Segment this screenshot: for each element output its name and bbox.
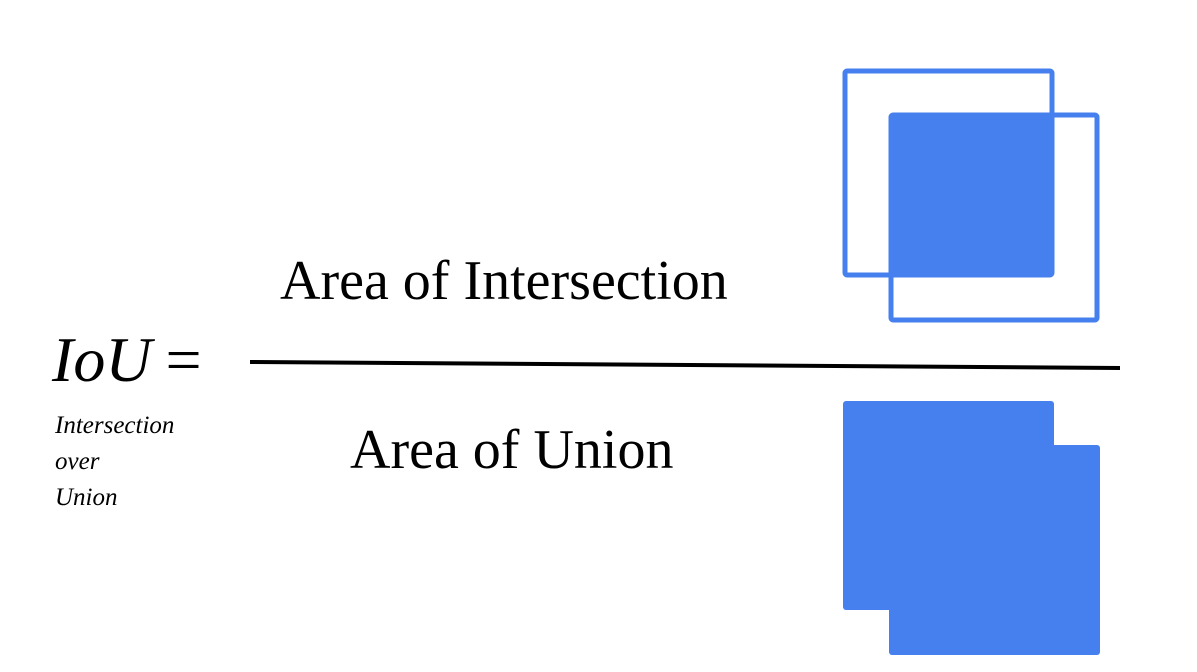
numerator-label: Area of Intersection: [280, 250, 728, 312]
fraction-bar: [249, 360, 1121, 370]
expansion-word-union: Union: [55, 484, 118, 511]
intersection-illustration: [842, 68, 1100, 323]
expansion-word-over: over: [55, 448, 100, 475]
iou-lhs: IoU=: [52, 328, 202, 392]
denominator-label: Area of Union: [350, 419, 674, 481]
union-illustration: [843, 401, 1100, 655]
box-b-outline: [888, 112, 1100, 323]
equals-sign: =: [165, 324, 202, 395]
expansion-word-intersection: Intersection: [55, 412, 175, 439]
iou-symbol: IoU: [52, 324, 152, 395]
iou-expansion: Intersection over Union: [55, 408, 174, 516]
union-box-b: [889, 445, 1100, 655]
intersection-area: [890, 114, 1053, 277]
box-a-outline: [842, 68, 1055, 278]
